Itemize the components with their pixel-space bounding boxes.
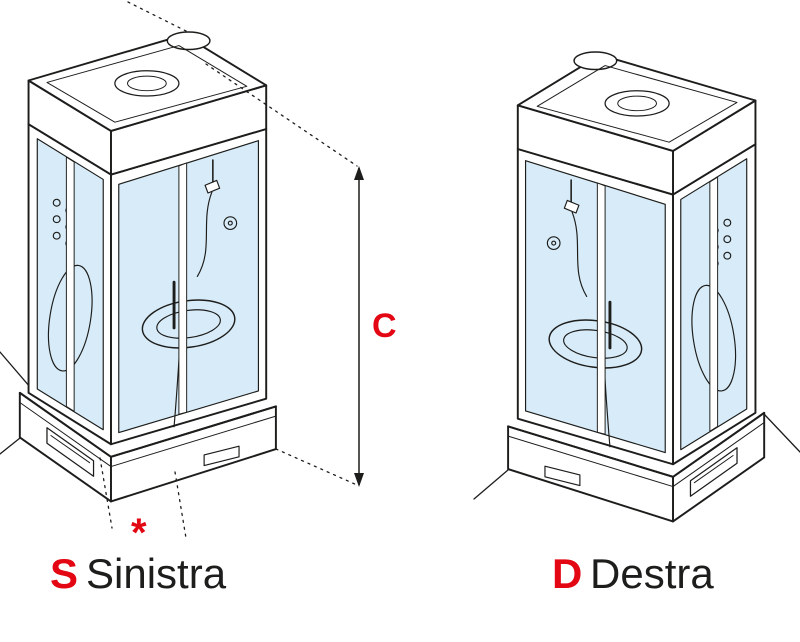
guide-roof-back xyxy=(127,1,189,33)
guide-door-edge-left xyxy=(99,457,113,529)
arrowhead-up-icon xyxy=(354,166,364,180)
wall-floor-lines xyxy=(0,351,800,500)
guide-roof-to-dimension xyxy=(205,63,358,167)
shower-cabin-right-illustration xyxy=(506,50,766,523)
shower-cabin-left-illustration xyxy=(18,30,278,503)
caption-right: D Destra xyxy=(552,550,714,597)
floor-line-left-back xyxy=(0,351,31,388)
caption-left: S Sinistra xyxy=(50,550,227,597)
height-dimension-line: C xyxy=(354,166,397,487)
guide-base-to-dimension xyxy=(275,448,358,486)
floor-line-left-front xyxy=(0,437,21,455)
arrowhead-down-icon xyxy=(354,473,364,487)
label-right-letter: D xyxy=(552,550,582,597)
guide-door-edge-right xyxy=(174,471,187,539)
label-left-name: Sinistra xyxy=(86,550,227,597)
projection-guides xyxy=(99,1,358,539)
dimension-label-c: C xyxy=(372,307,397,345)
floor-line-right-back xyxy=(763,413,800,453)
floor-line-right-front xyxy=(473,469,509,500)
label-left-letter: S xyxy=(50,550,78,597)
label-right-name: Destra xyxy=(590,550,714,597)
footnote-asterisk: * xyxy=(131,511,147,555)
